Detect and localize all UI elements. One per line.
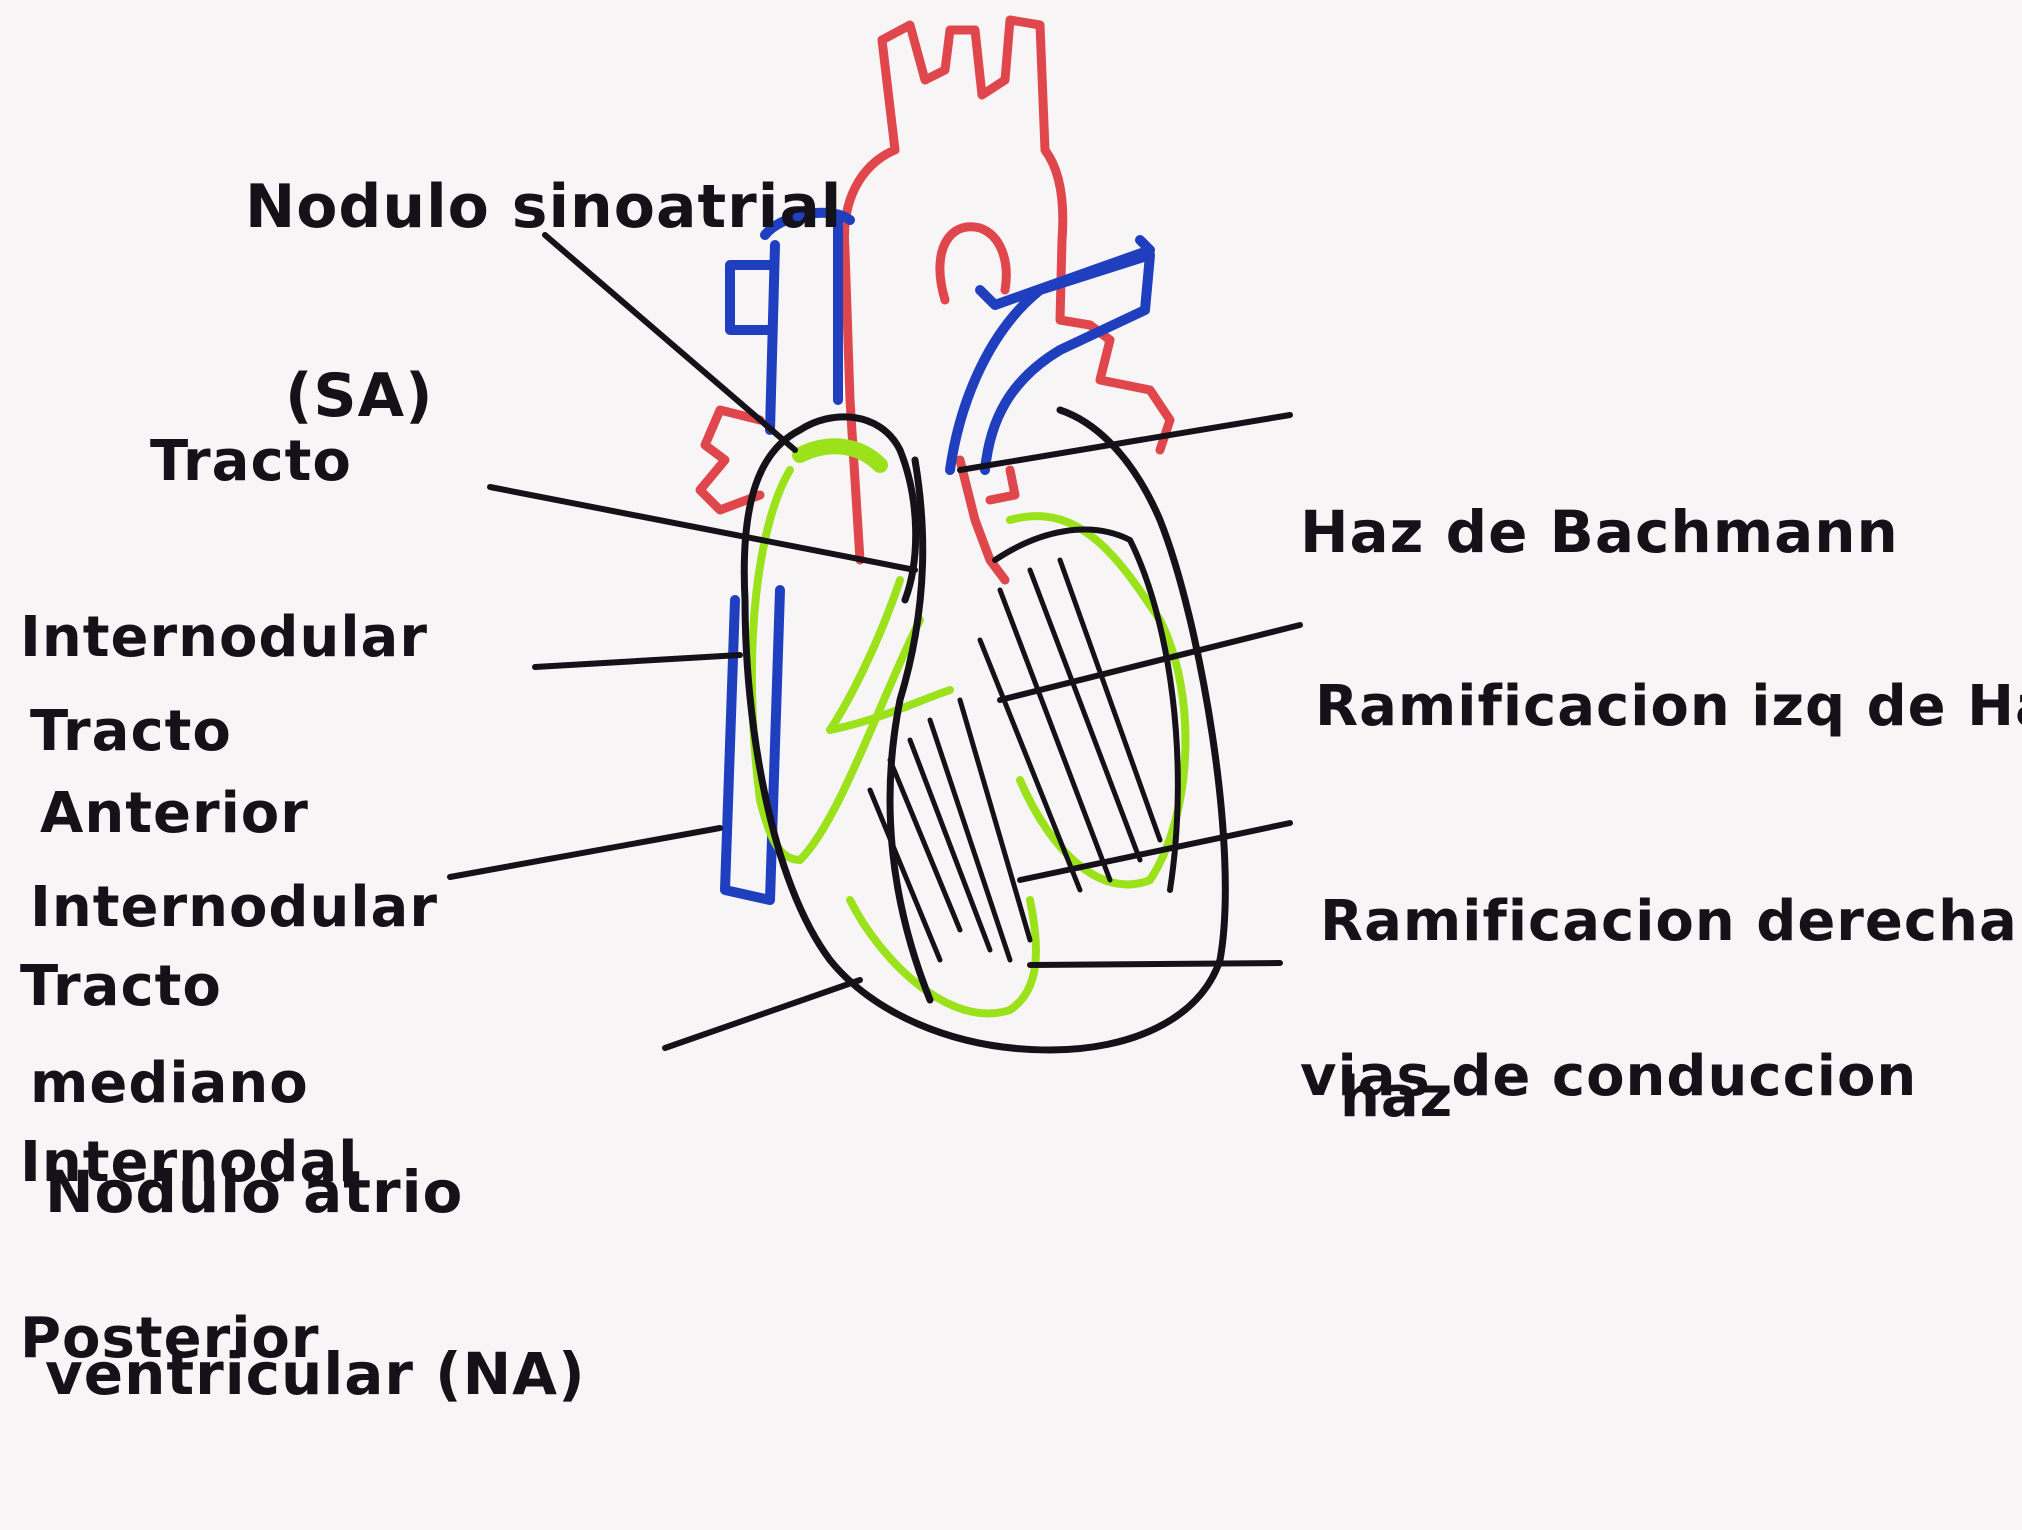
heart-conduction-diagram: Nodulo sinoatrial (SA) Tracto Internodul… [0,0,2022,1199]
label-line: Nodulo sinoatrial [245,176,842,239]
label-line: Nodulo atrio [45,1162,586,1223]
bundle-loop-left [1010,516,1185,884]
leader-post-tract [450,828,720,877]
label-line: Tracto [20,958,358,1017]
av-node-mark [830,580,950,730]
label-line: Tracto [30,703,438,762]
label-line: ventricular (NA) [45,1344,586,1405]
ventricle-muscle-lines [870,560,1160,960]
leader-left-branch [1000,625,1300,700]
left-ventricle-inner [995,530,1178,890]
label-pathways: vias de conduccion [1300,930,1917,1224]
label-line: Tracto [150,433,428,492]
label-line: vias de conduccion [1300,1048,1917,1107]
label-av-node: Nodulo atrio ventricular (NA) [45,1040,586,1527]
label-line: Ramificacion izq de Haz [1315,678,2022,737]
aorta-inner [940,227,1006,300]
leader-pathways [1030,963,1280,965]
leader-av-node [665,980,860,1048]
leader-mid-tract [535,655,740,667]
label-line: Haz de Bachmann [1300,502,1899,563]
